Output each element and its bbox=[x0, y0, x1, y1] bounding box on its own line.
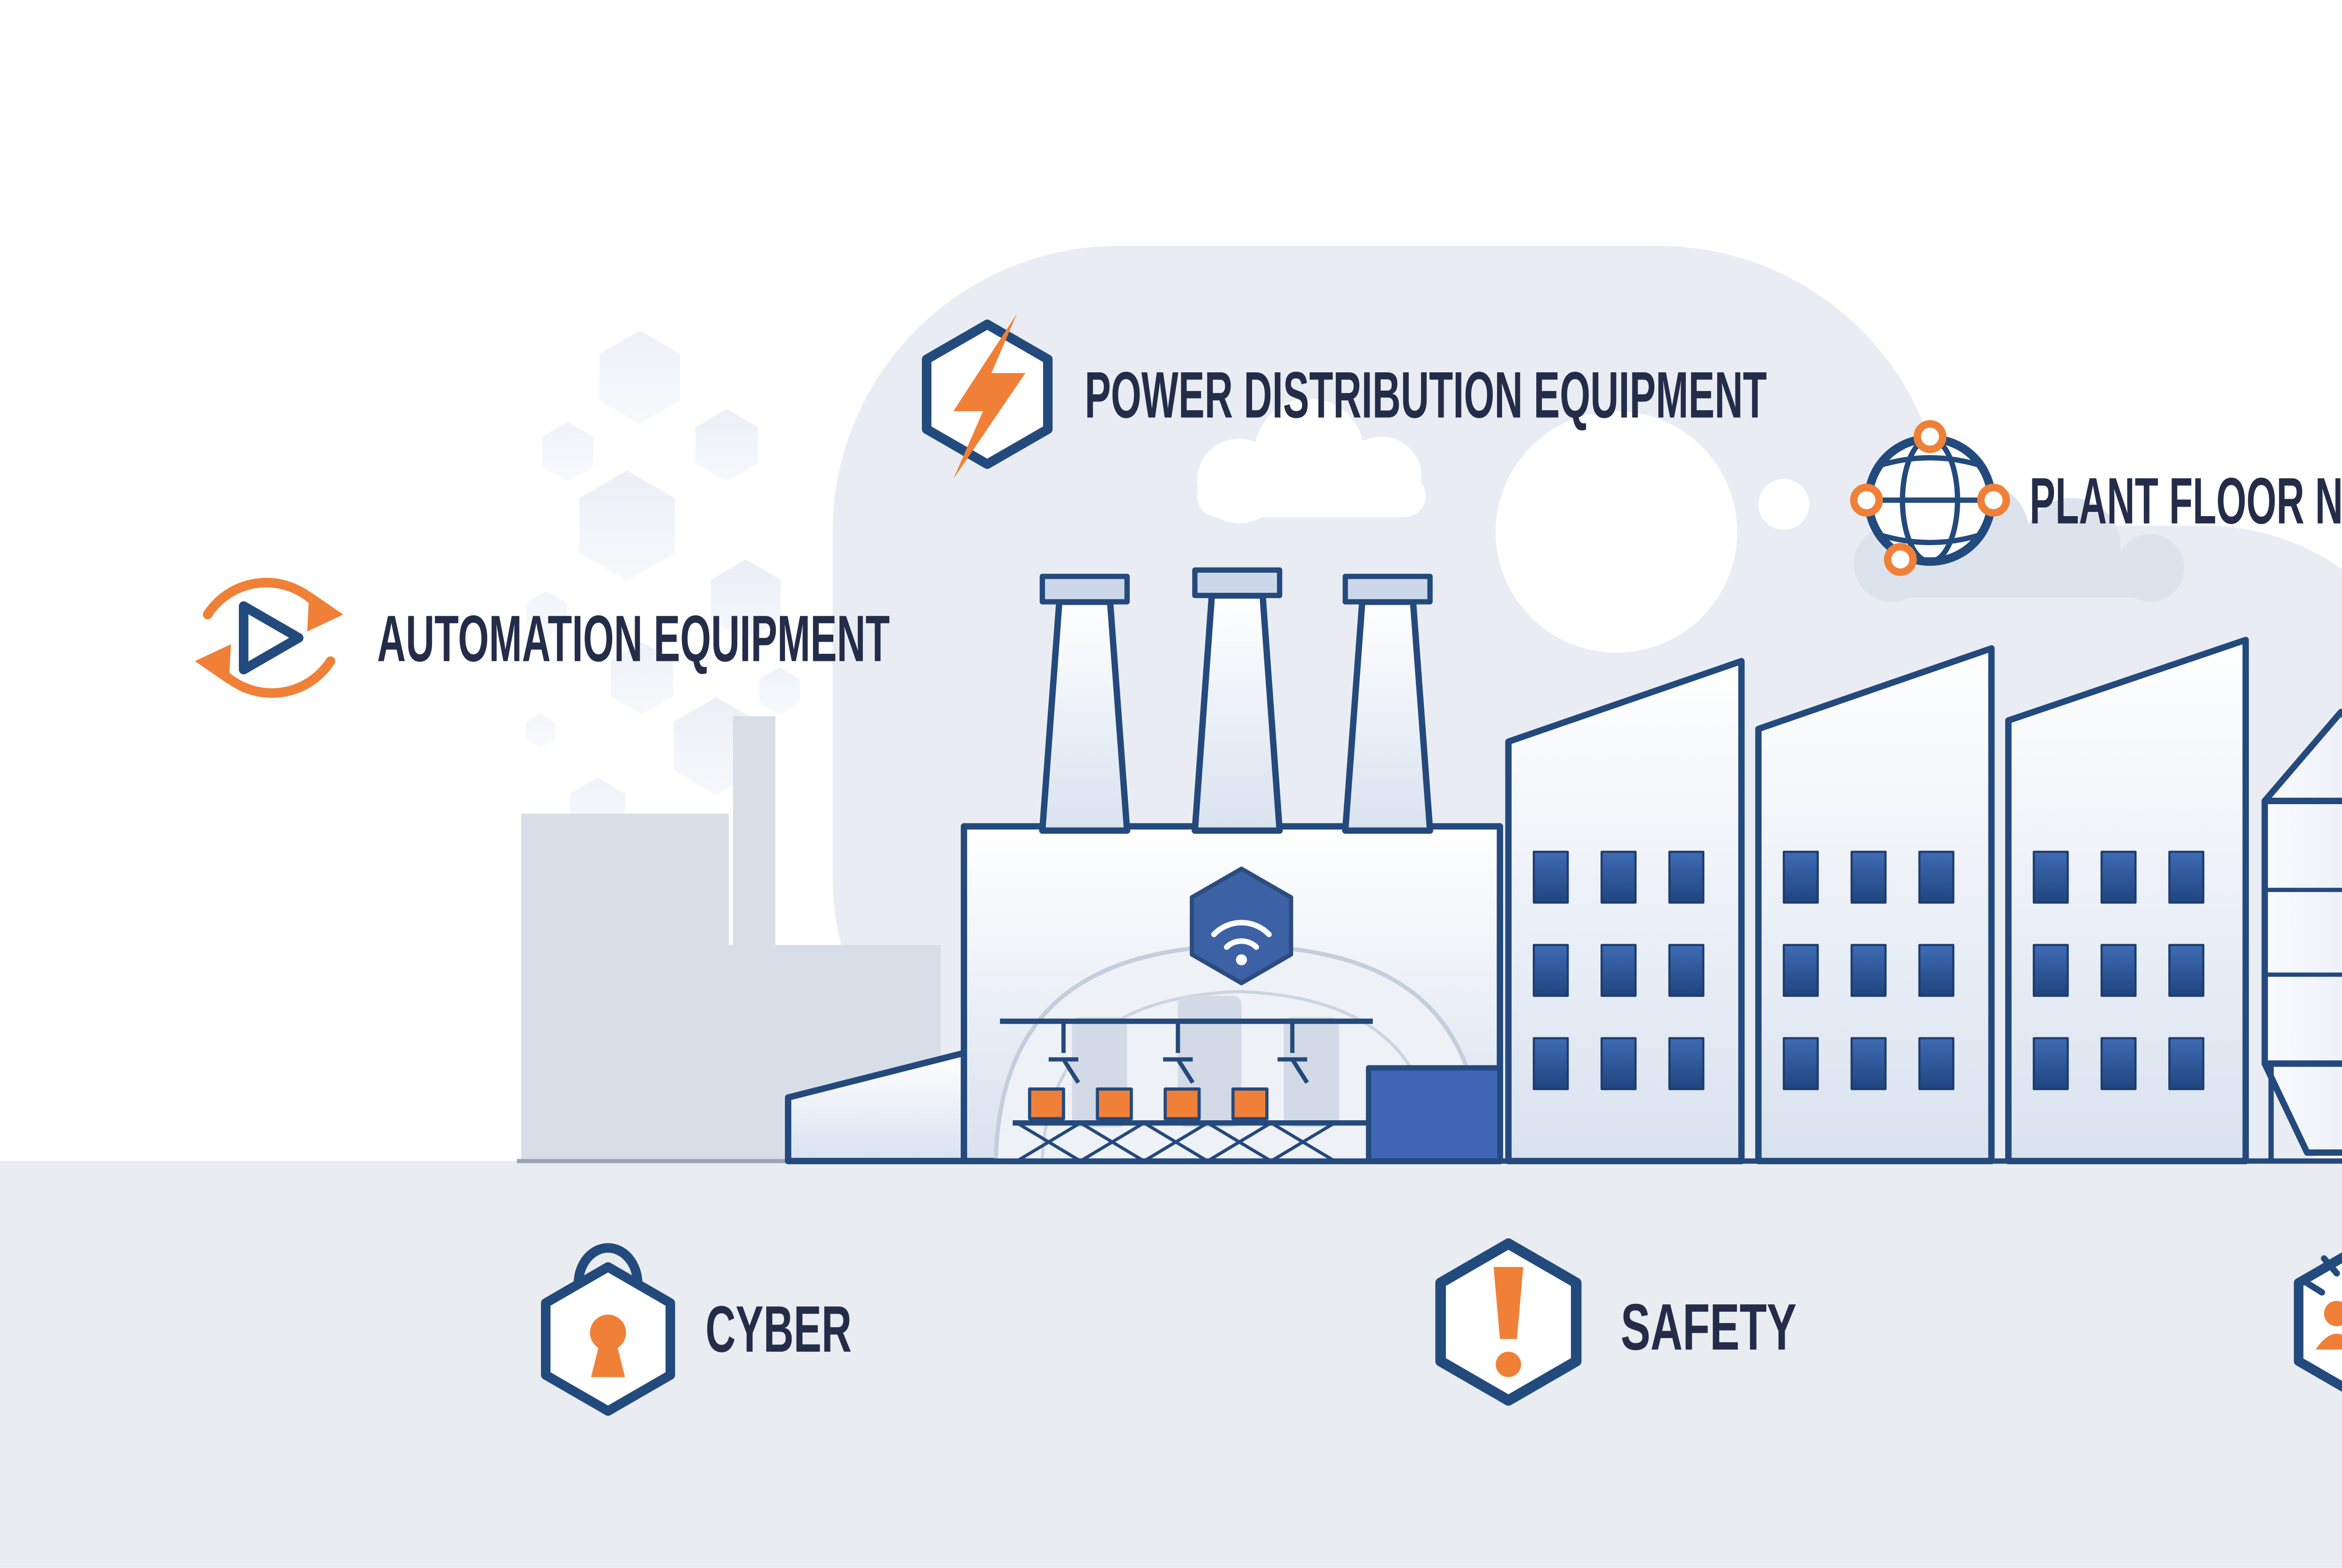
ground-strip bbox=[0, 1161, 2342, 1568]
callout-safety: SAFETY bbox=[1435, 1238, 1796, 1406]
callout-network: PLANT FLOOR NETWORK bbox=[1850, 420, 2342, 576]
power-distribution-label: POWER DISTRIBUTION EQUIPMENT bbox=[1085, 358, 1767, 432]
cycle-play-icon bbox=[195, 577, 343, 698]
callout-automation: AUTOMATION EQUIPMENT bbox=[195, 577, 890, 698]
windows bbox=[1533, 851, 1705, 1090]
rays bbox=[2302, 1255, 2340, 1296]
hexagon-lightning-icon bbox=[922, 313, 1053, 479]
city-silhouette-left bbox=[521, 716, 941, 1161]
callout-workforce: WORKFORCE bbox=[2294, 1252, 2342, 1392]
windows bbox=[2032, 851, 2205, 1090]
conveyor-boxes bbox=[1028, 1087, 1269, 1121]
keyhole bbox=[590, 1315, 626, 1377]
wifi-icon bbox=[1211, 920, 1272, 966]
hexagon-people-icon bbox=[2294, 1252, 2342, 1392]
callout-power: POWER DISTRIBUTION EQUIPMENT bbox=[922, 313, 1767, 479]
hexagon-exclamation-icon bbox=[1435, 1238, 1582, 1406]
windows bbox=[1783, 851, 1955, 1090]
callout-cyber: CYBER bbox=[541, 1243, 852, 1416]
wifi-hexagon-badge bbox=[1190, 866, 1293, 985]
warehouse-building-3 bbox=[2005, 636, 2249, 1164]
warehouse-building-1 bbox=[1505, 658, 1745, 1164]
warehouse-building-2 bbox=[1755, 645, 1995, 1164]
factory-blue-door bbox=[1366, 1065, 1503, 1164]
safety-label: SAFETY bbox=[1621, 1290, 1796, 1364]
globe-network-icon bbox=[1850, 420, 2010, 576]
chimney-3 bbox=[1342, 574, 1433, 834]
cloud-white bbox=[1197, 398, 1426, 524]
cyber-label: CYBER bbox=[705, 1292, 852, 1366]
chimney-1 bbox=[1039, 574, 1130, 834]
robotic-assembly-line bbox=[1000, 1018, 1373, 1162]
plant-floor-network-label: PLANT FLOOR NETWORK bbox=[2030, 464, 2342, 538]
factory-illustration bbox=[785, 567, 2342, 1164]
people bbox=[2315, 1301, 2342, 1361]
automation-equipment-label: AUTOMATION EQUIPMENT bbox=[377, 602, 890, 675]
padlock-hexagon-icon bbox=[541, 1243, 675, 1416]
silo-1 bbox=[2261, 709, 2342, 1161]
chimney-2 bbox=[1192, 567, 1283, 834]
